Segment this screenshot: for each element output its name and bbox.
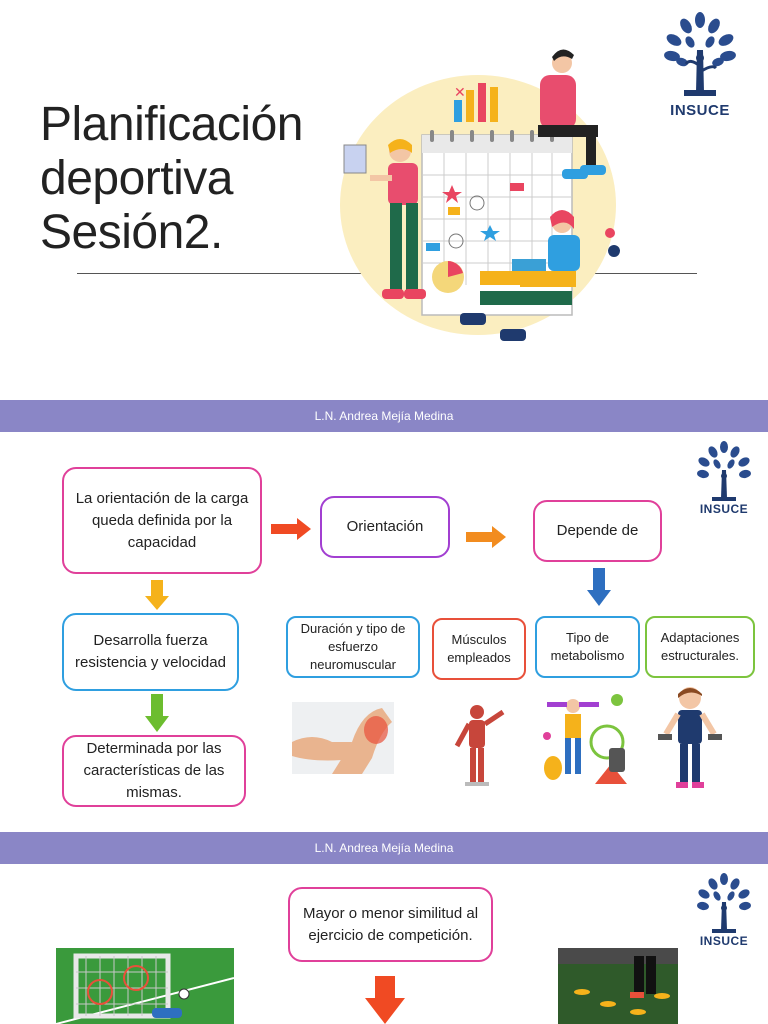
insuce-logo: INSUCE [694, 872, 754, 948]
tree-logo-icon [697, 873, 751, 933]
down-arrow-icon [365, 976, 405, 1024]
svg-text:✕: ✕ [454, 85, 466, 101]
arm-muscle-image [292, 702, 394, 774]
down-arrow-icon [145, 694, 169, 732]
develops-box: Desarrolla fuerza resistencia y velocida… [62, 613, 239, 691]
logo-wordmark: INSUCE [699, 934, 749, 948]
slide-specificity: L.N. Andrea Mejía Medina INSUCE Mayor o … [0, 832, 768, 1024]
determined-box: Determinada por las características de l… [62, 735, 246, 807]
author-banner: L.N. Andrea Mejía Medina [0, 400, 768, 432]
author-banner: L.N. Andrea Mejía Medina [0, 832, 768, 864]
right-arrow-icon [466, 526, 506, 548]
agility-training-image [558, 948, 678, 1024]
tree-logo-icon [664, 12, 736, 96]
logo-wordmark: INSUCE [699, 502, 749, 516]
logo-wordmark: INSUCE [670, 102, 730, 119]
orientation-box: Orientación [320, 496, 450, 558]
depends-on-box: Depende de [533, 500, 662, 562]
load-orientation-box: La orientación de la carga queda definid… [62, 467, 262, 574]
down-arrow-icon [145, 580, 169, 610]
insuce-logo: INSUCE [694, 440, 754, 516]
slide-concept-map: L.N. Andrea Mejía Medina INSUCE La orien… [0, 400, 768, 832]
similarity-box: Mayor o menor similitud al ejercicio de … [288, 887, 493, 962]
insuce-logo: INSUCE [660, 10, 740, 119]
metabolism-box: Tipo de metabolismo [535, 616, 640, 678]
structural-adaptation-image [658, 687, 722, 788]
muscles-box: Músculos empleados [432, 618, 526, 680]
tree-logo-icon [697, 441, 751, 501]
right-arrow-icon [271, 518, 311, 540]
duration-effort-box: Duración y tipo de esfuerzo neuromuscula… [286, 616, 420, 678]
slide-title-text: Planificación deportiva Sesión2. [40, 98, 303, 260]
metabolism-illustration [543, 694, 627, 784]
title-line-2: deportiva [40, 152, 233, 205]
goalkeeper-image [56, 948, 234, 1024]
planning-calendar-illustration: ✕ [340, 49, 620, 341]
slide-title: Planificación deportiva Sesión2. [0, 0, 768, 400]
muscle-anatomy-image [454, 705, 505, 786]
title-line-1: Planificación [40, 98, 303, 151]
title-line-3: Sesión2. [40, 206, 223, 259]
adaptations-box: Adaptaciones estructurales. [645, 616, 755, 678]
down-arrow-icon [587, 568, 611, 606]
